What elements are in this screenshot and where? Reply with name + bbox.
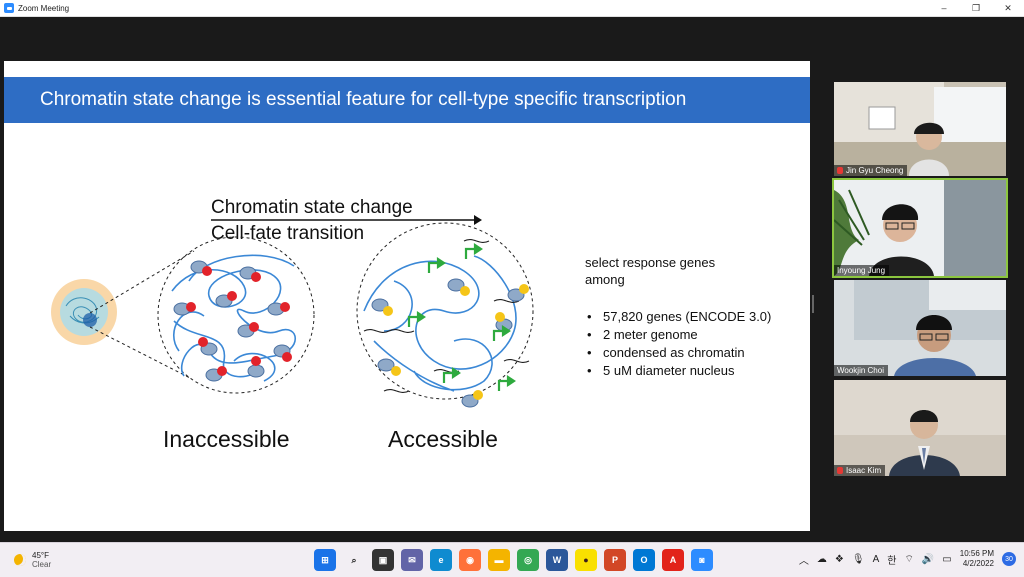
chat-icon[interactable]: ✉	[401, 549, 423, 571]
participant-name-tag: Wookjin Choi	[834, 365, 888, 376]
accessible-label: Accessible	[388, 426, 498, 452]
clock-time: 10:56 PM	[959, 549, 994, 558]
panel-divider-handle[interactable]	[812, 295, 814, 313]
file-explorer-icon[interactable]: ▬	[488, 549, 510, 571]
outlook-icon[interactable]: O	[633, 549, 655, 571]
participant-name: Wookjin Choi	[837, 366, 884, 375]
input-language-korean[interactable]: 한	[887, 555, 897, 567]
word-icon[interactable]: W	[546, 549, 568, 571]
firefox-icon[interactable]: ◉	[459, 549, 481, 571]
inaccessible-dna-strand	[171, 254, 296, 382]
inaccessible-label: Inaccessible	[163, 426, 290, 452]
zoom-app-icon	[4, 3, 14, 13]
window-title-bar: Zoom Meeting – ❐ ✕	[0, 0, 1024, 17]
participant-name: Isaac Kim	[846, 466, 882, 475]
bullet: •	[587, 327, 592, 342]
input-language-english[interactable]: A	[872, 553, 880, 565]
battery-icon[interactable]: ▭	[942, 553, 952, 565]
mic-muted-icon	[837, 467, 843, 474]
wifi-icon[interactable]: ⌔	[904, 553, 914, 565]
list-item-text: 57,820 genes (ENCODE 3.0)	[603, 309, 772, 324]
participant-video	[834, 280, 1006, 376]
zoom-region	[83, 313, 97, 327]
notification-badge[interactable]: 30	[1002, 552, 1016, 566]
edge-icon[interactable]: e	[430, 549, 452, 571]
start-icon[interactable]: ⊞	[314, 549, 336, 571]
weather-description: Clear	[32, 560, 52, 569]
participant-video	[834, 380, 1006, 476]
list-item: • 57,820 genes (ENCODE 3.0)	[585, 308, 771, 326]
maximize-button[interactable]: ❐	[971, 2, 981, 13]
arrow-label-bottom: Cell-fate transition	[211, 223, 365, 244]
zoom-icon[interactable]: ◙	[691, 549, 713, 571]
clock[interactable]: 10:56 PM 4/2/2022	[960, 549, 994, 569]
chevron-up-icon[interactable]: ︿	[798, 555, 809, 567]
genes-heading: select response genes among	[585, 255, 716, 287]
weather-temperature: 45°F	[32, 551, 49, 560]
transition-arrow-head	[474, 215, 482, 225]
participant-name-tag: Isaac Kim	[834, 465, 886, 476]
volume-icon[interactable]: 🔊	[921, 553, 935, 565]
minimize-button[interactable]: –	[941, 3, 947, 13]
list-item-text: 2 meter genome	[603, 327, 698, 342]
shared-slide: Chromatin state change is essential feat…	[4, 61, 810, 531]
list-item-text: condensed as chromatin	[603, 345, 745, 360]
cloud-icon[interactable]: ☁	[816, 553, 827, 565]
list-item-text: 5 uM diameter nucleus	[603, 363, 735, 378]
participant-tile-active-speaker[interactable]: Inyoung Jung	[832, 178, 1008, 278]
slide-header: Chromatin state change is essential feat…	[4, 77, 810, 123]
participant-tile[interactable]: Jin Gyu Cheong	[834, 82, 1006, 176]
kakaotalk-icon[interactable]: ●	[575, 549, 597, 571]
search-icon[interactable]: ⌕	[343, 549, 365, 571]
inaccessible-nucleosomes	[173, 260, 292, 382]
zoom-line-top	[89, 250, 195, 314]
weather-widget[interactable]: 45°F Clear	[14, 551, 51, 569]
participant-video	[834, 82, 1006, 176]
chrome-icon[interactable]: ◎	[517, 549, 539, 571]
dropbox-icon[interactable]: ❖	[834, 553, 844, 565]
zoom-line-bottom	[89, 326, 193, 380]
list-item: • condensed as chromatin	[585, 344, 771, 362]
accessible-nucleosomes	[371, 278, 529, 408]
participant-tile[interactable]: Wookjin Choi	[834, 280, 1006, 376]
accessible-chromatin-circle	[356, 222, 534, 400]
mic-muted-icon	[837, 167, 843, 174]
acrobat-icon[interactable]: A	[662, 549, 684, 571]
powerpoint-icon[interactable]: P	[604, 549, 626, 571]
system-tray: ︿ ☁ ❖ 🎙 A 한 ⌔ 🔊 ▭ 10:56 PM 4/2/2022 30	[799, 549, 1016, 569]
cell-nucleus	[60, 288, 108, 336]
participant-video	[834, 180, 1006, 276]
clock-date: 4/2/2022	[962, 559, 994, 568]
slide-title: Chromatin state change is essential feat…	[40, 89, 687, 110]
moon-icon	[14, 554, 26, 566]
close-button[interactable]: ✕	[1004, 2, 1012, 13]
list-item: • 2 meter genome	[585, 326, 771, 344]
arrow-label-top: Chromatin state change	[211, 197, 413, 218]
bullet: •	[587, 345, 592, 360]
meeting-stage: Chromatin state change is essential feat…	[0, 17, 1024, 542]
bullet: •	[587, 363, 592, 378]
participant-name: Jin Gyu Cheong	[846, 166, 904, 175]
accessible-tss-arrows	[407, 242, 516, 391]
window-controls: – ❐ ✕	[928, 0, 1024, 16]
microphone-icon[interactable]: 🎙	[851, 553, 865, 565]
taskview-icon[interactable]: ▣	[372, 549, 394, 571]
participant-name: Inyoung Jung	[837, 266, 886, 275]
list-item: • 5 uM diameter nucleus	[585, 362, 771, 380]
window-title: Zoom Meeting	[18, 3, 70, 13]
genes-list: • 57,820 genes (ENCODE 3.0) • 2 meter geno…	[585, 308, 771, 380]
participant-name-tag: Jin Gyu Cheong	[834, 165, 908, 176]
bullet: •	[587, 309, 592, 324]
inaccessible-chromatin-circle	[157, 236, 315, 394]
accessible-linker-dna	[363, 239, 530, 393]
participant-name-tag: Inyoung Jung	[834, 265, 890, 276]
participant-tile[interactable]: Isaac Kim	[834, 380, 1006, 476]
chromatin-diagram	[51, 215, 534, 408]
